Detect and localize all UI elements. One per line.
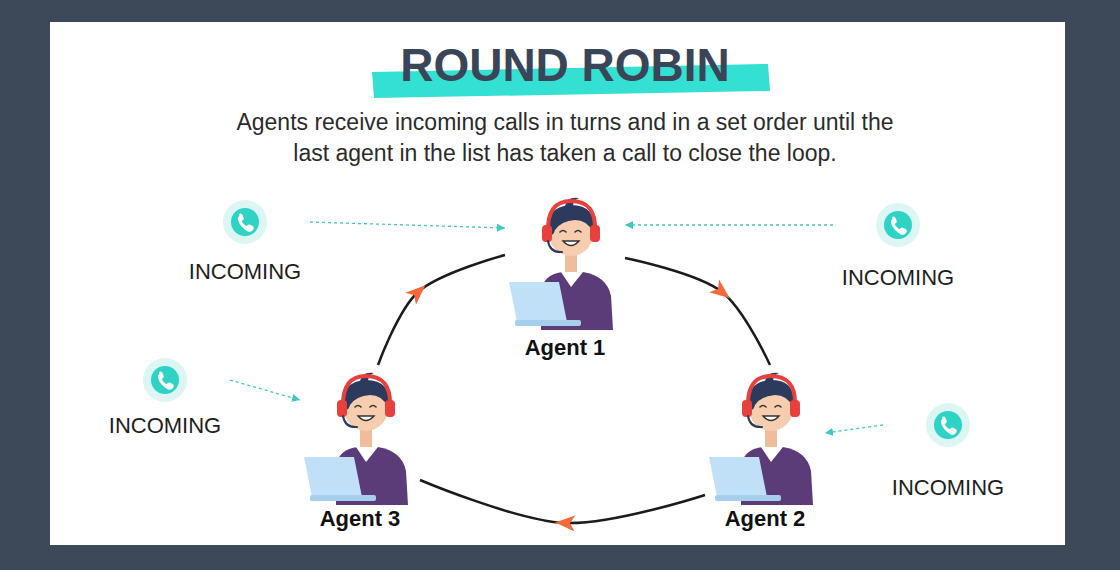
headphone-cup (790, 400, 800, 417)
rotation-arrow (420, 480, 705, 523)
agent-node: Agent 2 (705, 365, 825, 531)
agent-collar (761, 447, 783, 462)
agent-hair (343, 380, 388, 410)
headphone-cup (337, 400, 347, 417)
laptop-screen (509, 282, 567, 322)
incoming-label: INCOMING (180, 260, 310, 284)
headset-mic (548, 241, 562, 252)
phone-handset (238, 213, 254, 231)
phone-handset (891, 216, 907, 234)
agent-hair (548, 205, 593, 235)
incoming-call-arrow (625, 224, 833, 225)
laptop-base (715, 495, 781, 501)
agent-label: Agent 1 (505, 336, 625, 360)
incoming-call-node: INCOMING (180, 198, 310, 284)
agent-node: Agent 3 (300, 365, 420, 531)
headphone-band (343, 376, 390, 407)
headset-mic (748, 416, 762, 427)
rotation-arrow (625, 258, 770, 365)
phone-badge (934, 411, 962, 439)
agent-label: Agent 3 (300, 507, 420, 531)
agent-node: Agent 1 (505, 190, 625, 360)
headphone-cup (590, 225, 600, 242)
phone-halo (143, 358, 187, 402)
agent-illustration (300, 365, 420, 505)
phone-badge (151, 366, 179, 394)
agent-eye (575, 231, 581, 233)
agent-collar (561, 272, 583, 287)
laptop-base (310, 495, 376, 501)
agent-eye (355, 406, 361, 408)
phone-icon (924, 401, 972, 449)
incoming-label: INCOMING (883, 476, 1013, 500)
phone-halo (876, 203, 920, 247)
incoming-call-node: INCOMING (100, 356, 230, 438)
agent-illustration (705, 365, 825, 505)
incoming-call-arrow (230, 380, 300, 400)
headphone-band (548, 201, 595, 232)
incoming-call-arrow (825, 425, 883, 433)
agent-smile (763, 416, 779, 421)
headset-mic (343, 416, 357, 427)
phone-handset (158, 371, 174, 389)
incoming-call-arrow (310, 222, 505, 228)
agent-collar (356, 447, 378, 462)
phone-icon (874, 201, 922, 249)
laptop-screen (304, 457, 362, 497)
phone-badge (231, 208, 259, 236)
incoming-label: INCOMING (833, 266, 963, 290)
rotation-arrow (378, 255, 505, 365)
phone-halo (223, 200, 267, 244)
incoming-label: INCOMING (100, 414, 230, 438)
headphone-cup (742, 400, 752, 417)
agent-smile (358, 416, 374, 421)
headphone-cup (385, 400, 395, 417)
phone-icon (221, 198, 269, 246)
laptop-screen (709, 457, 767, 497)
agent-label: Agent 2 (705, 507, 825, 531)
phone-icon (141, 356, 189, 404)
laptop-base (515, 320, 581, 326)
agent-eye (760, 406, 766, 408)
agent-eye (775, 406, 781, 408)
agent-hair (748, 380, 793, 410)
incoming-call-node: INCOMING (833, 201, 963, 290)
agent-eye (370, 406, 376, 408)
agent-illustration (505, 190, 625, 330)
headphone-band (748, 376, 795, 407)
headphone-cup (542, 225, 552, 242)
incoming-call-node: INCOMING (883, 401, 1013, 500)
agent-eye (560, 231, 566, 233)
agent-smile (563, 241, 579, 246)
phone-badge (884, 211, 912, 239)
diagram-title: ROUND ROBIN (265, 38, 865, 92)
phone-handset (941, 416, 957, 434)
phone-halo (926, 403, 970, 447)
subtitle-text: Agents receive incoming calls in turns a… (225, 107, 905, 169)
